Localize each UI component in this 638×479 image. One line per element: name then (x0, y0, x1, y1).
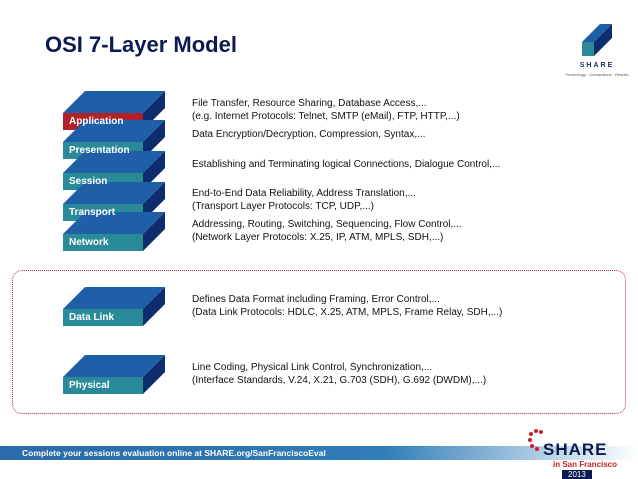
layer-front-face (63, 309, 143, 326)
share-bottom-sub: in San Francisco (553, 460, 618, 469)
layer-side-face (143, 120, 165, 159)
layer-top-face (63, 287, 165, 309)
layer-label: Data Link (69, 312, 115, 323)
layer-label: Session (69, 176, 108, 187)
layer-description-line: Data Encryption/Decryption, Compression,… (192, 129, 426, 140)
footer-text: Complete your sessions evaluation online… (22, 448, 326, 458)
layer-description-line: (Transport Layer Protocols: TCP, UDP,...… (192, 201, 374, 212)
layer-side-face (143, 355, 165, 394)
layer-front-face (63, 234, 143, 251)
layer-description: Line Coding, Physical Link Control, Sync… (192, 361, 486, 387)
layer-label: Physical (69, 380, 110, 391)
share-dots-icon (528, 429, 543, 451)
layer-top-face (63, 182, 165, 204)
layer-description-line: Establishing and Terminating logical Con… (192, 159, 501, 170)
layer-description-line: (e.g. Internet Protocols: Telnet, SMTP (… (192, 111, 460, 122)
layer-description: Establishing and Terminating logical Con… (192, 158, 500, 171)
share-logo-tagline: Technology · Connections · Results (565, 72, 629, 77)
layer-top-face (63, 212, 165, 234)
footer-bar (0, 446, 638, 460)
layer-description-line: File Transfer, Resource Sharing, Databas… (192, 98, 427, 109)
layer-label: Network (69, 237, 109, 248)
layer-top-face (63, 91, 165, 113)
layer-front-face (63, 377, 143, 394)
layer-side-face (143, 182, 165, 221)
layer-label: Transport (69, 207, 116, 218)
layer-description: File Transfer, Resource Sharing, Databas… (192, 97, 460, 123)
share-logo-icon (582, 24, 612, 56)
layer-top-face (63, 355, 165, 377)
layer-description: Addressing, Routing, Switching, Sequenci… (192, 218, 462, 244)
layer-description-line: Addressing, Routing, Switching, Sequenci… (192, 219, 462, 230)
layer-description-line: Line Coding, Physical Link Control, Sync… (192, 362, 433, 373)
layer-description: Data Encryption/Decryption, Compression,… (192, 128, 425, 141)
share-logo-top: SHARE Technology · Connections · Results (564, 22, 630, 84)
layer-side-face (143, 287, 165, 326)
layer-top-face (63, 151, 165, 173)
layer-label: Presentation (69, 145, 130, 156)
share-logo-bottom: SHARE in San Francisco 2013 (527, 426, 637, 479)
layer-description-line: (Interface Standards, V.24, X.21, G.703 … (192, 375, 487, 386)
layer-description-line: End-to-End Data Reliability, Address Tra… (192, 188, 416, 199)
share-logo-word: SHARE (579, 62, 615, 69)
layer-side-face (143, 151, 165, 190)
layer-description: End-to-End Data Reliability, Address Tra… (192, 187, 416, 213)
layer-description-line: (Data Link Protocols: HDLC, X.25, ATM, M… (192, 307, 503, 318)
layer-block-6 (63, 355, 165, 394)
layer-block-5 (63, 287, 165, 326)
share-bottom-word: SHARE (543, 440, 608, 459)
layer-description: Defines Data Format including Framing, E… (192, 293, 502, 319)
layer-block-4 (63, 212, 165, 251)
layer-label: Application (69, 116, 124, 127)
page-title: OSI 7-Layer Model (45, 32, 237, 57)
lower-layers-box (12, 270, 626, 414)
layer-description-line: (Network Layer Protocols: X.25, IP, ATM,… (192, 232, 444, 243)
layer-top-face (63, 120, 165, 142)
layer-description-line: Defines Data Format including Framing, E… (192, 294, 440, 305)
share-bottom-year: 2013 (562, 470, 592, 479)
layer-side-face (143, 212, 165, 251)
